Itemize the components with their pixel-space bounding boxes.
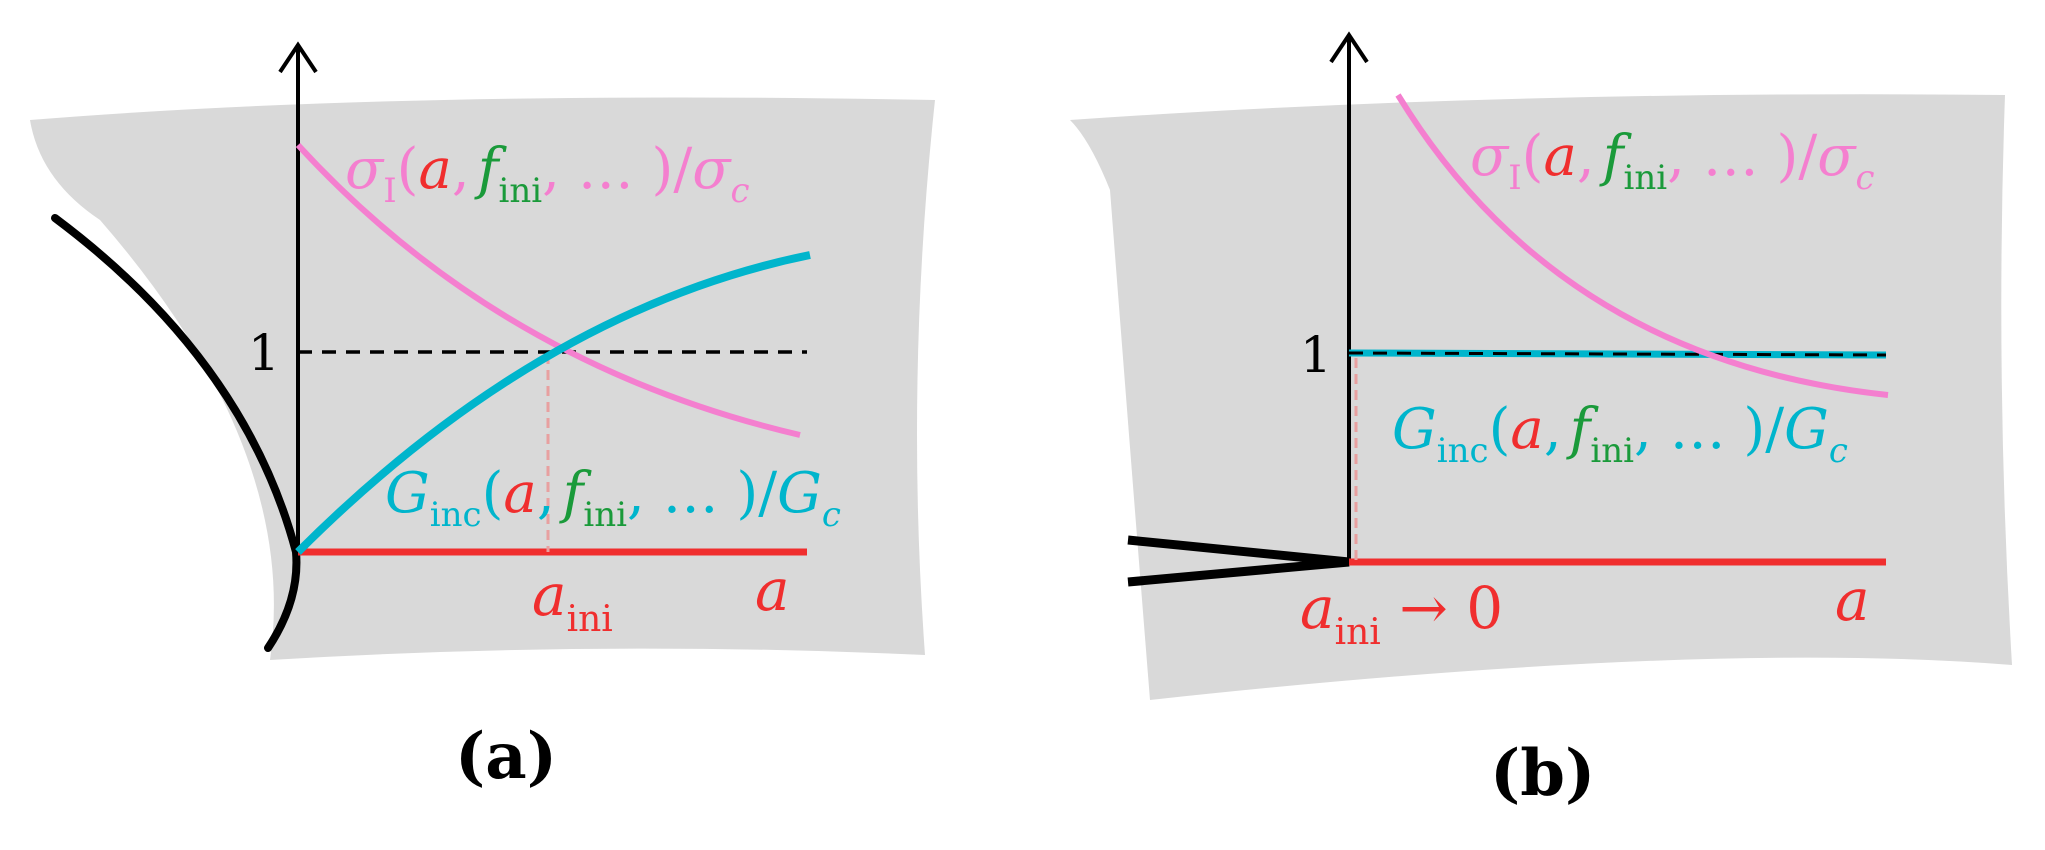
panel-a-sigma-curve	[295, 142, 801, 438]
panel-a-aini-label: aini	[532, 561, 613, 640]
panel-a-x-label: a	[755, 556, 790, 624]
panel-b-x-label: a	[1835, 566, 1870, 634]
panel-a-ginc-label: Ginc(a,fini, … )/Gc	[385, 461, 841, 535]
panel-a-boundary-curve	[51, 214, 301, 652]
panel-a-y-tick-one: 1	[248, 324, 280, 382]
panel-b-aini-label: aini → 0	[1300, 574, 1503, 653]
panel-a: 1 σI(a,fini, … )/σc Ginc(a,fini, … )/Gc …	[30, 41, 935, 794]
panel-a-ginc-curve	[295, 251, 811, 555]
sigma-symbol: σ	[345, 137, 385, 202]
panel-b-unity-dashed-line	[1348, 351, 1887, 357]
panel-b-ginc-label: Ginc(a,fini, … )/Gc	[1392, 397, 1848, 471]
panel-b-background-region	[1070, 94, 2012, 701]
panel-a-sigma-label: σI(a,fini, … )/σc	[345, 137, 750, 211]
panel-b-y-axis-arrowhead	[1329, 31, 1369, 64]
panel-a-background-region	[30, 97, 935, 660]
panel-b-sigma-label: σI(a,fini, … )/σc	[1470, 124, 1875, 198]
panel-a-y-axis-arrowhead	[278, 41, 318, 74]
panel-b-caption: (b)	[1490, 736, 1595, 811]
panel-b-sigma-curve	[1395, 93, 1889, 398]
panel-b-y-tick-one: 1	[1300, 326, 1332, 384]
panel-b: 1 σI(a,fini, … )/σc Ginc(a,fini, … )/Gc …	[1070, 31, 2012, 811]
panel-a-caption: (a)	[455, 719, 557, 794]
